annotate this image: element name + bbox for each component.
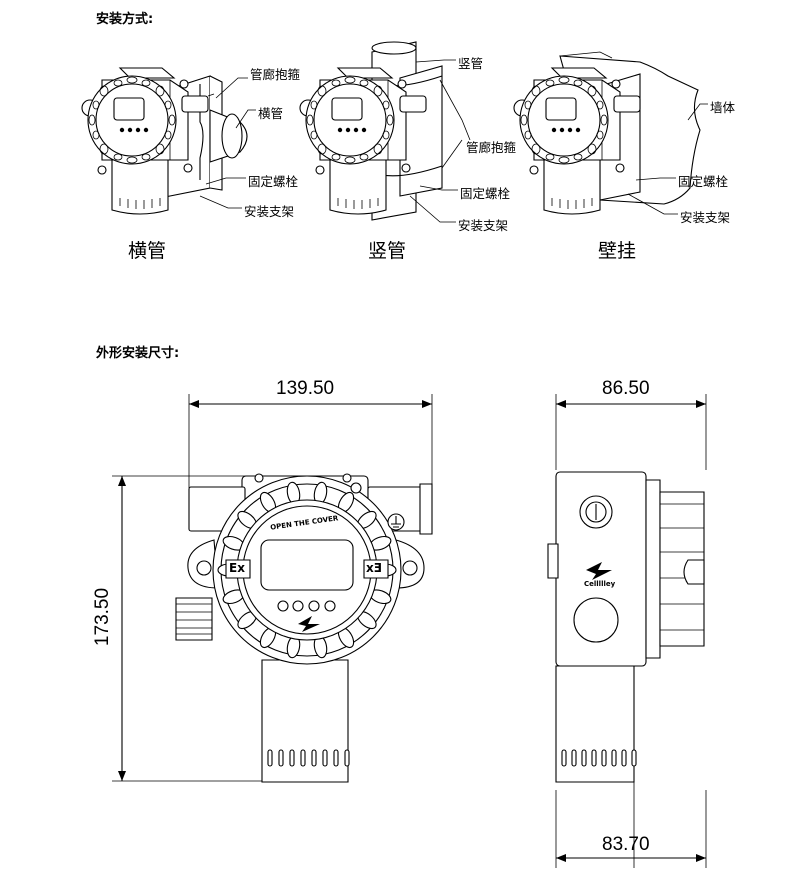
callout-horizontal-pipe: 横管 (258, 106, 284, 121)
callout-fixing-bolt-1: 固定螺栓 (248, 174, 299, 189)
view-horizontal-pipe (81, 67, 256, 215)
callout-fixing-bolt-2: 固定螺栓 (460, 186, 511, 201)
vent-slot (312, 750, 316, 766)
vent-slot (622, 750, 626, 766)
callout-wall: 墙体 (710, 100, 736, 115)
front-width-dimension: 139.50 (276, 378, 335, 399)
front-view (112, 394, 432, 782)
side-bottom-width-dimension: 83.70 (602, 834, 650, 855)
vent-slot (572, 750, 576, 766)
caption-vertical-pipe: 竖管 (368, 240, 407, 262)
dimensions-title: 外形安装尺寸: (96, 346, 180, 361)
front-height-dimension: 173.50 (92, 587, 114, 647)
brand-logo-text: Cellllley (584, 580, 616, 588)
callout-vertical-pipe: 竖管 (458, 56, 484, 71)
callout-bracket-1: 安装支架 (244, 204, 295, 219)
vent-slot (345, 750, 349, 766)
caption-horizontal-pipe: 横管 (128, 240, 167, 262)
vent-slot (334, 750, 338, 766)
vent-slot (290, 750, 294, 766)
side-view (548, 394, 706, 868)
vent-slot (632, 750, 636, 766)
caption-wall-mount: 壁挂 (598, 240, 637, 262)
view-wall-mount (513, 52, 708, 215)
callout-pipe-clamp-2: 管廊抱箍 (466, 140, 517, 155)
callout-pipe-clamp-1: 管廊抱箍 (250, 67, 301, 82)
vent-slot (301, 750, 305, 766)
view-vertical-pipe (299, 42, 470, 222)
mounting-methods-title: 安装方式: (96, 12, 154, 27)
ex-badge-left: Ex (229, 561, 245, 575)
vent-slot (268, 750, 272, 766)
vent-slot (279, 750, 283, 766)
vent-slot (592, 750, 596, 766)
vent-slot (602, 750, 606, 766)
callout-bracket-3: 安装支架 (680, 210, 731, 225)
vent-slot (582, 750, 586, 766)
vent-slot (612, 750, 616, 766)
ex-badge-right: Ex (366, 561, 382, 575)
side-top-width-dimension: 86.50 (602, 378, 650, 399)
callout-bracket-2: 安装支架 (458, 218, 509, 233)
vent-slot (323, 750, 327, 766)
callout-fixing-bolt-3: 固定螺栓 (678, 174, 729, 189)
vent-slot (562, 750, 566, 766)
